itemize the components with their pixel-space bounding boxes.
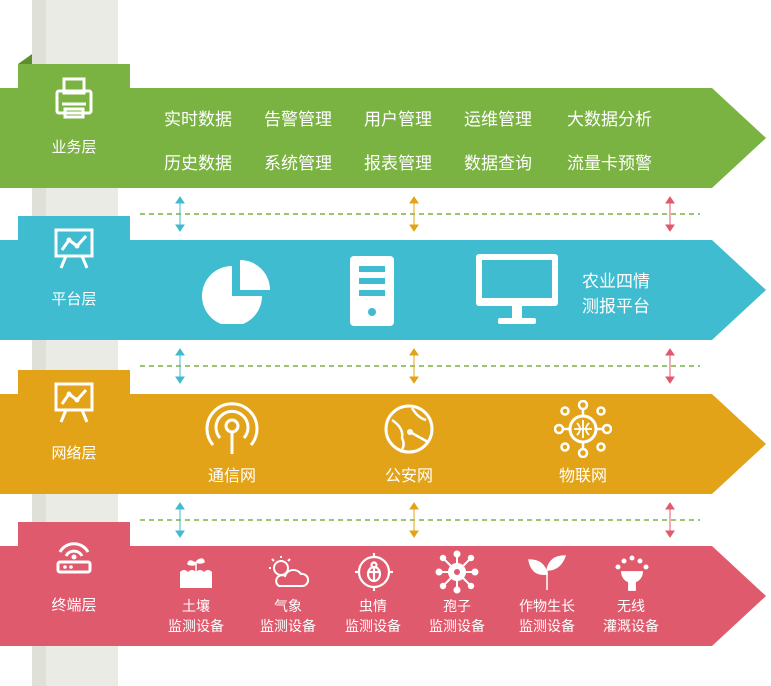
terminal-item-line1: 气象 (274, 599, 302, 615)
terminal-item-line2: 灌溉设备 (603, 619, 659, 635)
layer-label-text: 网络层 (51, 444, 97, 462)
network-layer-band: 通信网 公安网 物联网 (0, 394, 771, 494)
layer-connector (140, 502, 700, 538)
menu-item[interactable]: 实时数据 (164, 110, 232, 130)
weather-icon (269, 556, 310, 587)
business-layer-band: 实时数据 告警管理 用户管理 运维管理 大数据分析 历史数据 系统管理 报表管理… (0, 88, 771, 188)
terminal-layer-label: 终端层 (18, 522, 130, 626)
network-item-label: 通信网 (207, 466, 256, 485)
terminal-item-line2: 监测设备 (429, 619, 485, 635)
pie-chart-icon (202, 260, 270, 324)
sprinkler-icon (615, 555, 649, 591)
menu-item[interactable]: 用户管理 (364, 110, 432, 130)
platform-layer-band: 农业四情 测报平台 (0, 240, 771, 340)
server-icon (350, 256, 394, 326)
layer-connector (140, 196, 700, 232)
globe-icon (384, 404, 434, 454)
terminal-item-line2: 监测设备 (168, 619, 224, 635)
network-item-label: 物联网 (558, 466, 607, 485)
printer-icon (55, 77, 93, 119)
signal-icon (205, 402, 259, 454)
terminal-item-line2: 监测设备 (519, 619, 575, 635)
menu-item[interactable]: 系统管理 (264, 154, 332, 174)
terminal-layer-band: 土壤 监测设备 气象 监测设备 虫情 监测设备 (0, 546, 771, 646)
network-layer-label: 网络层 (18, 370, 130, 474)
router-icon (56, 542, 92, 574)
layer-label-text: 终端层 (51, 596, 97, 614)
sprout-icon (528, 555, 567, 590)
terminal-item-line1: 土壤 (182, 599, 210, 615)
menu-item[interactable]: 流量卡预警 (567, 154, 652, 174)
spore-icon (435, 550, 479, 594)
platform-title-line1: 农业四情 (582, 272, 650, 292)
terminal-item-line1: 虫情 (359, 599, 387, 615)
menu-item[interactable]: 报表管理 (364, 154, 432, 174)
bug-target-icon (355, 553, 393, 591)
business-layer-label: 业务层 (18, 54, 130, 168)
layer-connector (140, 348, 700, 384)
menu-item[interactable]: 数据查询 (464, 154, 532, 174)
menu-item[interactable]: 告警管理 (264, 110, 332, 130)
menu-item[interactable]: 历史数据 (164, 154, 232, 174)
terminal-item-line1: 孢子 (443, 599, 471, 615)
iot-network-icon (554, 400, 612, 458)
board-chart-icon (54, 228, 94, 269)
terminal-item-line1: 作物生长 (519, 599, 575, 615)
board-chart-icon (54, 382, 94, 423)
monitor-icon (476, 254, 558, 324)
terminal-item-line2: 监测设备 (345, 619, 401, 635)
layer-label-text: 业务层 (51, 138, 97, 156)
layer-label-text: 平台层 (51, 290, 97, 308)
platform-title-line2: 测报平台 (582, 297, 650, 317)
business-arrow-shape (0, 88, 766, 188)
menu-item[interactable]: 大数据分析 (567, 110, 652, 130)
terminal-item-line1: 无线 (617, 599, 645, 615)
platform-layer-label: 平台层 (18, 216, 130, 320)
menu-item[interactable]: 运维管理 (464, 110, 532, 130)
terminal-item-line2: 监测设备 (260, 619, 316, 635)
network-item-label: 公安网 (384, 466, 433, 485)
soil-plant-icon (180, 558, 212, 588)
